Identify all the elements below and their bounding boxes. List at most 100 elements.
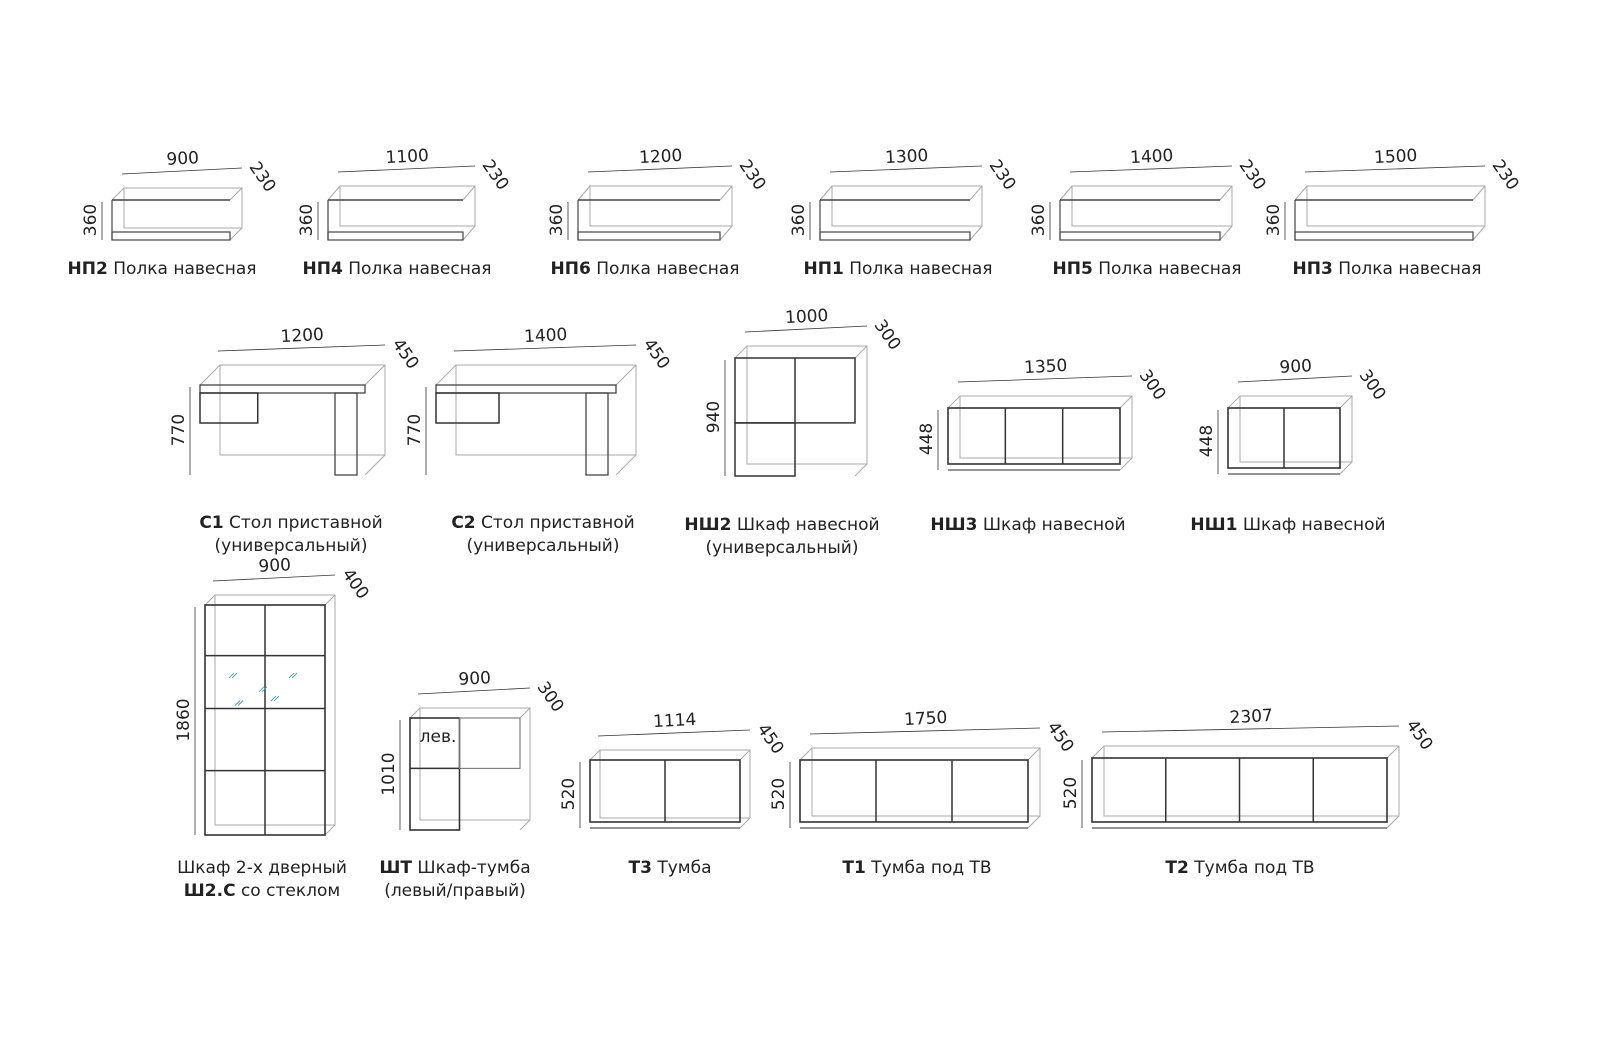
outline-line [453,344,637,352]
depth-dimension: 450 [1043,718,1078,756]
outline-line [212,574,336,582]
panel [819,231,971,241]
height-dimension: 360 [1264,204,1284,236]
width-dimension: 1000 [785,306,829,328]
outline-line [719,225,733,241]
item-name: Полка навесная [849,259,993,279]
item-code: НШ3 [930,515,978,535]
item-subtitle: (универсальный) [214,536,368,556]
panel [455,364,637,456]
item-caption: Т2 Тумба под ТВ [1165,857,1314,880]
depth-dimension: 300 [870,316,905,354]
outline-line [1294,185,1308,201]
panel [947,407,1121,465]
panel [811,747,1041,817]
outline-line [854,345,868,359]
width-dimension: 1200 [639,146,683,168]
height-dimension: 360 [297,204,317,236]
depth-dimension: 300 [533,678,568,716]
width-dimension: 1114 [653,710,697,732]
item-name: Полка навесная [1338,259,1482,279]
outline-line [237,700,244,706]
outline-line [324,594,336,606]
height-dimension: 520 [769,778,789,810]
panel [409,717,461,831]
item-code: Т1 [842,858,866,878]
outline-line [739,749,751,761]
height-dimension: 360 [81,204,101,236]
item-caption: С2 Стол приставной(универсальный) [451,512,634,558]
outline-line [1237,375,1353,383]
outline-line [229,227,243,241]
panel [799,759,1029,823]
outline-line [435,364,457,386]
outline-line [1386,815,1400,829]
item-name: Шкаф навесной [982,515,1126,535]
item-name: Полка навесная [113,259,257,279]
outline-line [957,375,1133,383]
panel [214,594,336,826]
item-name: Тумба [657,858,712,878]
outline-line [364,454,386,476]
outline-line [1219,225,1233,241]
outline-line [231,672,238,679]
width-dimension: 1300 [885,146,929,168]
outline-line [854,463,868,477]
width-dimension: 1500 [1374,146,1418,168]
outline-line [229,187,243,201]
item-code: Ш2.С [183,881,236,901]
outline-line [1386,745,1400,759]
panel [199,392,259,424]
width-dimension: 1750 [904,708,948,730]
side-note: лев. [420,727,457,747]
panel [123,187,243,229]
panel [589,185,733,227]
depth-dimension: 300 [1135,366,1170,404]
depth-dimension: 450 [388,335,423,373]
height-dimension: 360 [1029,204,1049,236]
item-caption: С1 Стол приставной(универсальный) [199,512,382,558]
outline-line [829,165,983,173]
panel [1071,185,1233,227]
height-dimension: 770 [169,414,189,446]
outline-line [577,185,591,201]
depth-dimension: 230 [1235,156,1270,194]
height-dimension: 520 [559,778,579,810]
width-dimension: 900 [258,555,291,577]
height-dimension: 1860 [174,698,194,741]
outline-line [337,165,476,173]
outline-line [1339,461,1353,475]
item-subtitle: (универсальный) [466,536,620,556]
outline-line [1219,185,1233,201]
item-name: Шкаф навесной [736,515,880,535]
outline-line [1059,185,1073,201]
outline-line [615,454,637,476]
outline-line [1339,395,1353,409]
item-caption: НП2 Полка навесная [68,258,257,281]
outline-line [1304,165,1486,173]
panel [577,231,721,241]
item-name: Шкаф-тумба [417,858,531,878]
outline-line [799,747,813,761]
item-code: НШ1 [1190,515,1238,535]
outline-line [519,819,531,831]
item-name: Стол приставной [481,513,635,533]
depth-dimension: 300 [1355,366,1390,404]
item-drawing: 1750 520 450 [769,708,1078,829]
depth-dimension: 230 [735,156,770,194]
depth-dimension: 450 [1402,716,1437,754]
outline-line [121,167,243,175]
outline-line [228,672,235,679]
outline-line [597,729,751,737]
item-caption: НШ3 Шкаф навесной [930,514,1125,537]
item-code: Т2 [1165,858,1189,878]
